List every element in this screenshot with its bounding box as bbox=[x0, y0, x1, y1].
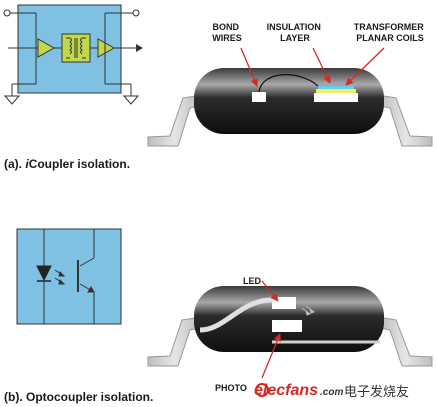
callout-insulation-line2: LAYER bbox=[280, 33, 310, 43]
svg-text:BOND WIRES: BOND WIRES bbox=[212, 22, 242, 43]
bond-wire bbox=[258, 74, 319, 93]
callout-bond-line2: WIRES bbox=[212, 33, 242, 43]
package-body bbox=[194, 286, 384, 352]
insulation-layer bbox=[316, 89, 356, 93]
watermark-logo: elecfans .com 电子发烧友 bbox=[254, 382, 409, 400]
callout-bond-line1: BOND bbox=[212, 22, 239, 32]
callout-photo: PHOTO bbox=[215, 383, 247, 393]
watermark-chinese: 电子发烧友 bbox=[344, 384, 409, 400]
coil-layer bbox=[318, 86, 354, 89]
output-buffer-icon bbox=[97, 38, 116, 58]
callout-transformer-line1: TRANSFORMER bbox=[354, 22, 424, 32]
package-lead-left bbox=[147, 95, 201, 147]
svg-text:TRANSFORMER PLANAR COILS: TRANSFORMER PLANAR COILS bbox=[354, 22, 427, 43]
optocoupler-schematic bbox=[16, 228, 122, 325]
package-lead-right bbox=[379, 95, 433, 147]
optocoupler-panel bbox=[16, 228, 122, 325]
watermark-suffix: .com bbox=[320, 387, 343, 398]
led-callout-line bbox=[261, 280, 279, 302]
icoupler-callout-lines bbox=[240, 47, 385, 87]
optocoupler-caption: (b). Optocoupler isolation. bbox=[4, 390, 153, 404]
photo-callout-line bbox=[261, 333, 281, 379]
package-lead-right bbox=[379, 317, 433, 367]
input-buffer-icon bbox=[37, 38, 56, 58]
package-body bbox=[194, 68, 384, 134]
icoupler-schematic bbox=[3, 4, 143, 105]
callout-transformer-line2: PLANAR COILS bbox=[356, 33, 424, 43]
transformer-icon bbox=[66, 37, 86, 59]
icoupler-caption: (a). iCoupler isolation. bbox=[4, 157, 130, 171]
led-icon bbox=[36, 229, 52, 324]
light-emission-icon bbox=[54, 269, 66, 285]
callout-insulation-line1: INSULATION bbox=[267, 22, 321, 32]
ground-icon bbox=[122, 95, 140, 105]
phototransistor-icon bbox=[77, 229, 95, 324]
icoupler-package bbox=[147, 68, 433, 147]
ground-icon bbox=[3, 95, 21, 105]
photo-die bbox=[272, 320, 302, 332]
svg-text:INSULATION LAYER: INSULATION LAYER bbox=[267, 22, 324, 43]
output-pin-icon bbox=[104, 9, 140, 96]
callout-led: LED bbox=[243, 276, 262, 286]
optocoupler-package bbox=[147, 286, 433, 367]
watermark-text: elecfans bbox=[254, 382, 318, 399]
transformer-block bbox=[61, 33, 91, 63]
output-arrow-icon bbox=[136, 44, 143, 52]
light-emission-icon bbox=[301, 305, 316, 316]
package-lead-left bbox=[147, 317, 201, 367]
